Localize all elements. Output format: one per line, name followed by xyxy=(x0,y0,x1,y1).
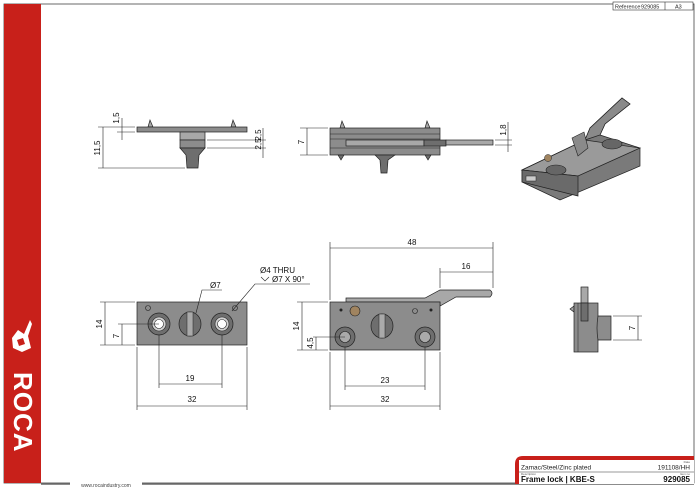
dim-side-step-2: 2,5 xyxy=(254,138,263,150)
item-number: 929085 xyxy=(663,475,690,484)
dim-left-width: 32 xyxy=(188,395,197,404)
item-caption: Item no xyxy=(680,472,690,476)
dim-side-height: 11,5 xyxy=(93,140,102,156)
dim-center-diameter: Ø7 xyxy=(210,281,221,290)
description-caption: Description xyxy=(521,472,536,476)
website-link[interactable]: www.rocaindustry.com xyxy=(81,483,131,489)
dim-left-hole-y: 7 xyxy=(112,333,121,338)
isometric-view xyxy=(520,97,642,201)
sheet-size: A3 xyxy=(675,5,682,11)
brass-pin-icon xyxy=(544,154,552,162)
dim-countersink: Ø7 X 90° xyxy=(272,275,305,284)
dim-right-arm: 16 xyxy=(462,262,471,271)
title-block: Date Zamac/Steel/Zinc plated 191108/HH D… xyxy=(515,456,694,484)
description: Frame lock | KBE-S xyxy=(521,475,595,484)
material: Zamac/Steel/Zinc plated xyxy=(521,465,591,472)
front-view-left: 14 7 19 32 Ø7 Ø4 THRU Ø7 X 90° xyxy=(95,266,310,410)
dim-top-height: 7 xyxy=(297,139,306,144)
date: 191108/HH xyxy=(658,465,691,472)
brand-logo-text: ROCA xyxy=(8,372,38,453)
reference-value: 929085 xyxy=(641,5,659,11)
brand-band xyxy=(4,4,41,483)
dim-right-hole-spacing: 23 xyxy=(381,376,390,385)
dim-thru-hole: Ø4 THRU xyxy=(260,266,295,275)
dim-left-height: 14 xyxy=(95,319,104,328)
roca-logo-icon xyxy=(12,320,32,352)
dim-left-hole-spacing: 19 xyxy=(186,374,195,383)
dim-top-arm: 1,8 xyxy=(499,124,508,136)
dim-side-step-1: 2,5 xyxy=(254,129,263,141)
dim-right-width: 32 xyxy=(381,395,390,404)
date-caption: Date xyxy=(684,460,691,464)
reference-label: Reference xyxy=(615,5,640,11)
sheet-border xyxy=(3,3,695,484)
top-view: 7 1,8 xyxy=(297,119,512,174)
reference-box: Reference 929085 A3 xyxy=(612,1,694,11)
front-view-right: 48 16 14 4,5 23 32 xyxy=(292,238,494,410)
dim-right-total: 48 xyxy=(408,238,417,247)
side-view: 11,5 1,5 2,5 2,5 xyxy=(93,112,266,169)
end-view: 7 xyxy=(569,286,642,353)
dim-end-arm: 7 xyxy=(628,325,637,330)
dim-right-height: 14 xyxy=(292,321,301,330)
dim-right-hole-y: 4,5 xyxy=(306,337,315,349)
dim-side-plate: 1,5 xyxy=(112,112,121,124)
